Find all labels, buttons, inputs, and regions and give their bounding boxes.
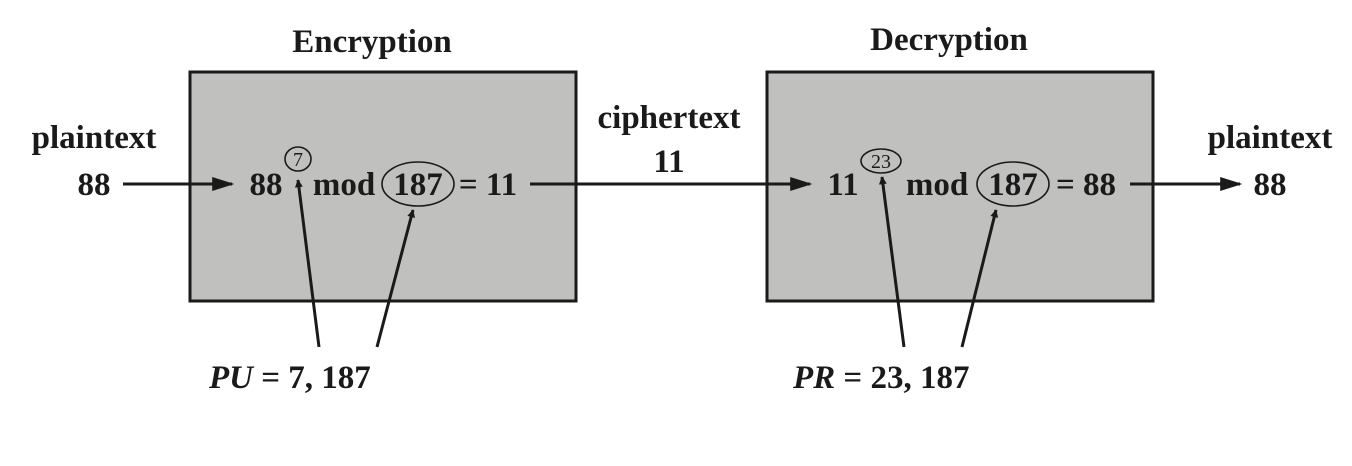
encryption-title: Encryption: [292, 24, 452, 60]
enc-modulus: 187: [393, 167, 443, 203]
dec-result: = 88: [1056, 167, 1116, 203]
enc-result: = 11: [459, 167, 517, 203]
public-key-label: PU = 7, 187: [208, 360, 371, 396]
input-plaintext-value: 88: [78, 167, 111, 203]
public-key-name: PU: [208, 360, 255, 396]
decryption-title: Decryption: [870, 22, 1028, 58]
dec-base: 11: [827, 167, 858, 203]
enc-exponent: 7: [293, 149, 303, 171]
private-key-label: PR = 23, 187: [792, 360, 969, 396]
dec-modulus-ring: [976, 161, 1050, 207]
output-plaintext-value: 88: [1254, 167, 1287, 203]
channel-ciphertext-label: ciphertext: [598, 100, 741, 136]
enc-exponent-ring: [284, 146, 312, 172]
pr-modulus-pointer: [960, 209, 999, 348]
enc-modulus-ring: [381, 161, 455, 207]
dec-exponent-ring: [860, 148, 902, 174]
enc-mod-word: mod: [313, 167, 375, 203]
dec-exponent: 23: [871, 151, 891, 173]
dec-modulus: 187: [988, 167, 1038, 203]
input-plaintext-label: plaintext: [32, 120, 157, 156]
enc-base: 88: [250, 167, 283, 203]
public-key-value: = 7, 187: [253, 360, 371, 396]
pu-modulus-pointer: [375, 209, 416, 348]
pr-exponent-pointer: [878, 176, 906, 348]
dec-mod-word: mod: [906, 167, 968, 203]
pu-exponent-pointer: [294, 179, 321, 348]
decryption-box: [765, 70, 1155, 303]
private-key-value: = 23, 187: [835, 360, 969, 396]
private-key-name: PR: [792, 360, 835, 396]
channel-ciphertext-value: 11: [653, 144, 684, 180]
output-plaintext-label: plaintext: [1208, 120, 1333, 156]
